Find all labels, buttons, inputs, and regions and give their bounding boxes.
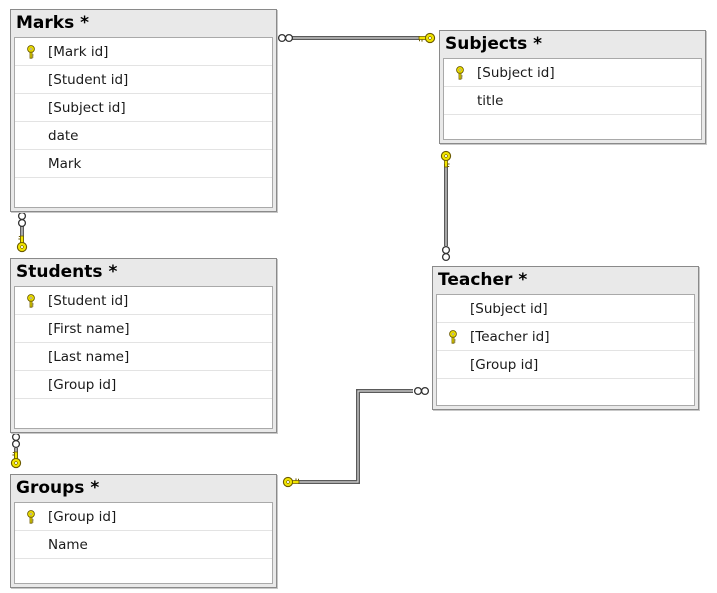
row-selector	[15, 122, 47, 149]
one-end-key-icon	[16, 235, 28, 253]
table-students[interactable]: Students * [Student id] [First name] [Last…	[10, 258, 277, 433]
row-selector	[437, 295, 469, 322]
column-list: [Student id] [First name] [Last name] [Grou…	[14, 286, 273, 429]
column-row[interactable]: [Group id]	[15, 503, 272, 531]
column-name: date	[48, 127, 79, 144]
column-name: [Student id]	[48, 71, 129, 88]
primary-key-icon	[15, 503, 47, 530]
column-row[interactable]: [Mark id]	[15, 38, 272, 66]
column-list: [Group id] Name	[14, 502, 273, 584]
one-end-key-icon	[418, 32, 436, 44]
column-row[interactable]: Mark	[15, 150, 272, 178]
row-selector	[444, 87, 476, 114]
column-row[interactable]: [Teacher id]	[437, 323, 694, 351]
column-row[interactable]: [Subject id]	[15, 94, 272, 122]
column-name: Mark	[48, 155, 82, 172]
column-name: [Group id]	[48, 376, 117, 393]
many-end-icon	[11, 432, 21, 449]
column-list: [Subject id] title	[443, 58, 702, 140]
column-name: [Subject id]	[477, 64, 555, 81]
column-row[interactable]: [Student id]	[15, 287, 272, 315]
column-name: [Student id]	[48, 292, 129, 309]
column-row[interactable]: title	[444, 87, 701, 115]
many-end-icon	[277, 33, 294, 43]
row-selector	[15, 531, 47, 558]
table-title[interactable]: Subjects *	[445, 34, 543, 54]
row-selector	[15, 371, 47, 398]
table-marks[interactable]: Marks * [Mark id] [Student id] [Subject id…	[10, 9, 277, 212]
row-selector	[15, 66, 47, 93]
column-name: [Subject id]	[48, 99, 126, 116]
table-title[interactable]: Teacher *	[438, 270, 528, 290]
column-row[interactable]: [Last name]	[15, 343, 272, 371]
column-name: [Subject id]	[470, 300, 548, 317]
one-end-key-icon	[282, 476, 300, 488]
row-selector	[15, 150, 47, 177]
primary-key-icon	[15, 38, 47, 65]
primary-key-icon	[15, 287, 47, 314]
column-name: [Group id]	[48, 508, 117, 525]
column-name: [Mark id]	[48, 43, 109, 60]
column-row[interactable]: [Subject id]	[444, 59, 701, 87]
table-teacher[interactable]: Teacher * [Subject id] [Teacher id] [Group…	[432, 266, 699, 410]
column-name: [Group id]	[470, 356, 539, 373]
many-end-icon	[441, 245, 451, 262]
table-subjects[interactable]: Subjects * [Subject id] title	[439, 30, 706, 144]
row-selector	[15, 315, 47, 342]
table-title[interactable]: Marks *	[16, 13, 90, 33]
column-name: [Teacher id]	[470, 328, 550, 345]
primary-key-icon	[444, 59, 476, 86]
row-selector	[15, 343, 47, 370]
column-row[interactable]: [Subject id]	[437, 295, 694, 323]
table-title[interactable]: Groups *	[16, 478, 100, 498]
many-end-icon	[17, 211, 27, 228]
column-row[interactable]: Name	[15, 531, 272, 559]
column-name: title	[477, 92, 504, 109]
column-row[interactable]: [Student id]	[15, 66, 272, 94]
row-selector	[15, 94, 47, 121]
row-selector	[437, 351, 469, 378]
column-list: [Subject id] [Teacher id] [Group id]	[436, 294, 695, 406]
relationship-teacher-groups[interactable]	[298, 389, 413, 484]
primary-key-icon	[437, 323, 469, 350]
table-title[interactable]: Students *	[16, 262, 118, 282]
column-name: [Last name]	[48, 348, 130, 365]
column-row[interactable]: [Group id]	[15, 371, 272, 399]
table-groups[interactable]: Groups * [Group id] Name	[10, 474, 277, 588]
one-end-key-icon	[10, 451, 22, 469]
column-row[interactable]: [Group id]	[437, 351, 694, 379]
column-row[interactable]: [First name]	[15, 315, 272, 343]
many-end-icon	[413, 386, 430, 396]
column-name: Name	[48, 536, 88, 553]
one-end-key-icon	[440, 150, 452, 168]
column-name: [First name]	[48, 320, 130, 337]
column-row[interactable]: date	[15, 122, 272, 150]
